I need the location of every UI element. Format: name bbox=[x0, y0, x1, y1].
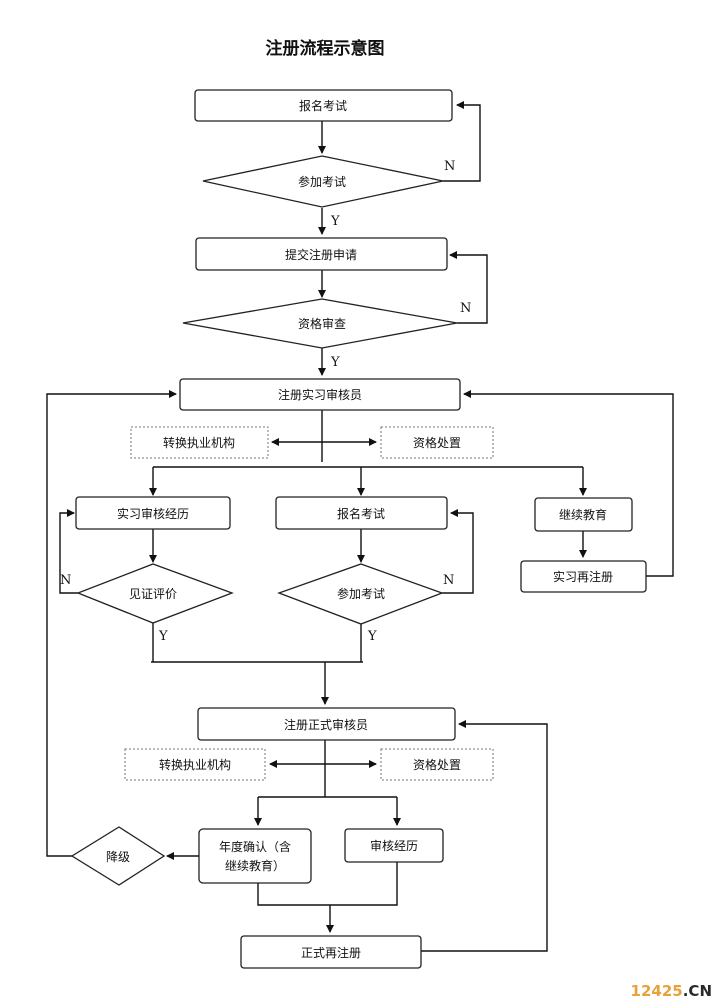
node-transfer-1 bbox=[130, 426, 269, 459]
label-n-3: N bbox=[60, 573, 71, 588]
node-audit-exp-label: 审核经历 bbox=[370, 838, 418, 853]
node-reg-intern-label: 注册实习审核员 bbox=[278, 387, 362, 402]
edge-downgrade-loop bbox=[46, 390, 177, 857]
decision-witness-eval bbox=[76, 563, 234, 624]
node-intern-exp bbox=[75, 496, 231, 530]
node-submit-app-label: 提交注册申请 bbox=[285, 247, 357, 262]
node-intern-exp-label: 实习审核经历 bbox=[117, 506, 189, 521]
node-reg-formal-label: 注册正式审核员 bbox=[284, 717, 368, 732]
edge-labels: N Y N Y N Y N Y bbox=[60, 159, 471, 644]
decision-qual-review bbox=[182, 298, 458, 349]
node-signup-exam-1-label: 报名考试 bbox=[299, 98, 347, 113]
decision-take-exam-2-label: 参加考试 bbox=[337, 586, 385, 601]
node-transfer-1-label: 转换执业机构 bbox=[163, 435, 235, 450]
node-cont-edu-label: 继续教育 bbox=[559, 507, 607, 522]
node-reg-intern bbox=[179, 378, 461, 411]
node-formal-rereg-label: 正式再注册 bbox=[301, 945, 361, 960]
edges bbox=[46, 101, 674, 952]
decision-witness-eval-label: 见证评价 bbox=[129, 587, 177, 601]
decision-take-exam-2 bbox=[277, 563, 444, 625]
node-signup-exam-2-label: 报名考试 bbox=[337, 506, 385, 521]
node-transfer-2-label: 转换执业机构 bbox=[159, 757, 231, 772]
node-submit-app bbox=[195, 237, 448, 271]
decision-downgrade-label: 降级 bbox=[106, 850, 130, 864]
node-annual-confirm-label-2: 继续教育） bbox=[225, 858, 285, 873]
label-y-1: Y bbox=[330, 214, 340, 229]
node-disposal-2 bbox=[380, 748, 494, 781]
node-disposal-2-label: 资格处置 bbox=[413, 757, 461, 772]
diagram-title: 注册流程示意图 bbox=[266, 38, 385, 59]
node-annual-confirm bbox=[198, 828, 312, 884]
decision-qual-review-label: 资格审查 bbox=[298, 316, 346, 331]
label-n-2: N bbox=[460, 301, 471, 316]
edge-rereg-loop bbox=[463, 390, 674, 577]
node-cont-edu bbox=[534, 497, 633, 532]
watermark: 12425.CN bbox=[631, 982, 712, 1000]
node-disposal-1 bbox=[380, 426, 494, 459]
node-audit-exp bbox=[344, 828, 444, 863]
label-y-2: Y bbox=[330, 355, 340, 370]
node-reg-formal bbox=[197, 707, 456, 741]
node-signup-exam-1 bbox=[194, 89, 453, 122]
node-signup-exam-2 bbox=[275, 496, 448, 530]
nodes: 报名考试 参加考试 提交注册申请 资格审查 注册实习审核员 转换执业机构 资格处… bbox=[70, 89, 647, 969]
edge-exam2-retry bbox=[442, 509, 474, 594]
node-intern-rereg bbox=[520, 560, 647, 593]
node-formal-rereg bbox=[240, 935, 422, 969]
decision-downgrade bbox=[70, 826, 166, 886]
label-y-4: Y bbox=[367, 629, 377, 644]
edge-review-retry bbox=[449, 251, 488, 324]
watermark-number: 12425 bbox=[631, 982, 683, 1000]
label-n-4: N bbox=[443, 573, 454, 588]
node-transfer-2 bbox=[124, 748, 266, 781]
watermark-domain: .CN bbox=[683, 982, 712, 1000]
edge-formal-rereg-loop bbox=[421, 720, 548, 952]
node-intern-rereg-label: 实习再注册 bbox=[553, 569, 613, 584]
edge-exam-retry bbox=[443, 101, 481, 182]
decision-take-exam-1 bbox=[202, 155, 444, 208]
edge-merge-bar-2 bbox=[257, 862, 398, 906]
node-annual-confirm-label-1: 年度确认（含 bbox=[219, 839, 291, 854]
label-y-3: Y bbox=[158, 629, 168, 644]
decision-take-exam-1-label: 参加考试 bbox=[298, 174, 346, 189]
node-disposal-1-label: 资格处置 bbox=[413, 435, 461, 450]
label-n-1: N bbox=[444, 159, 455, 174]
edge-witness-retry bbox=[59, 509, 78, 594]
